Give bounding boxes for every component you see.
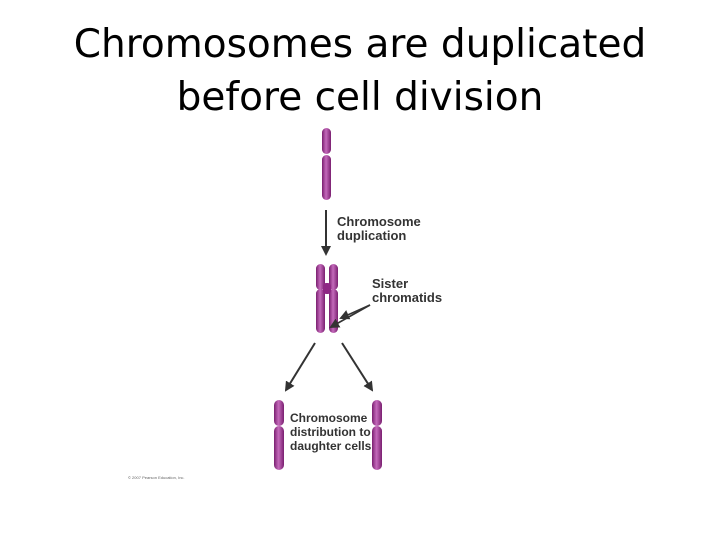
duplication-label-line-1: Chromosome <box>337 214 421 229</box>
title-line-1: Chromosomes are duplicated <box>73 22 647 67</box>
slide-title: Chromosomes are duplicated before cell d… <box>0 18 720 124</box>
sister-label-line-2: chromatids <box>372 290 442 305</box>
duplicated-chromosome <box>316 264 338 333</box>
distribution-label: Chromosome distribution to daughter cell… <box>290 411 374 453</box>
distribution-label-line-2: distribution to <box>290 425 371 439</box>
duplication-label-line-2: duplication <box>337 228 406 243</box>
duplication-label: Chromosome duplication <box>337 214 424 243</box>
sister-chromatids-label: Sister chromatids <box>372 276 442 305</box>
distribution-label-line-3: daughter cells <box>290 439 372 453</box>
title-line-2: before cell division <box>176 75 544 120</box>
distribution-label-line-1: Chromosome <box>290 411 368 425</box>
daughter-chromosome-left <box>274 400 284 470</box>
distribution-arrow-right <box>341 342 374 392</box>
distribution-arrow-left <box>284 342 316 392</box>
single-chromosome <box>322 128 331 200</box>
sister-label-line-1: Sister <box>372 276 408 291</box>
sister-pointer-right <box>339 304 371 320</box>
daughter-chromosome-right <box>372 400 382 470</box>
copyright-text: © 2007 Pearson Education, Inc. <box>128 475 185 480</box>
